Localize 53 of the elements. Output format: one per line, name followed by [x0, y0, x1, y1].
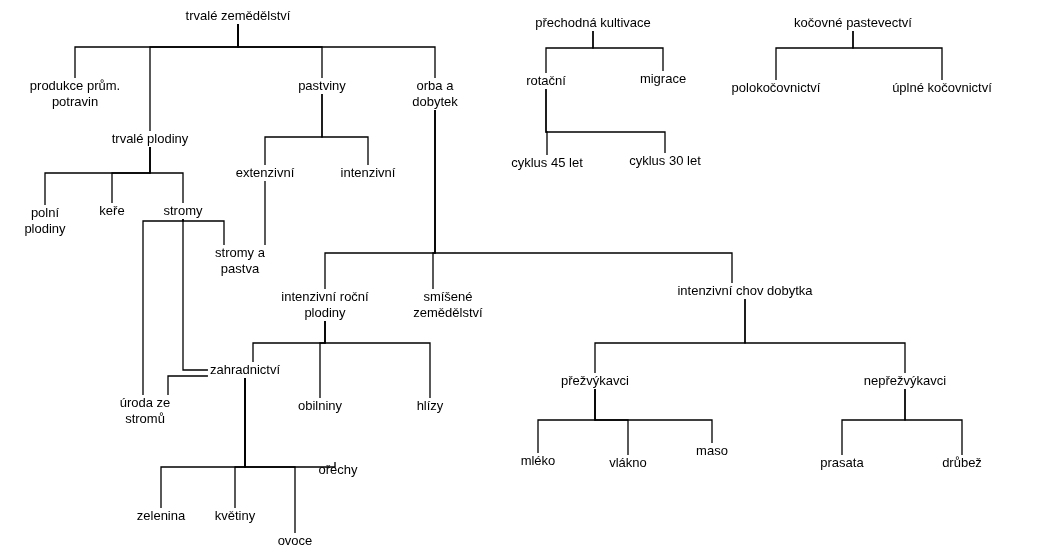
category-label: orba a dobytek [400, 78, 470, 110]
category-label: mléko [508, 453, 568, 469]
tree-connector [142, 218, 184, 396]
category-label: maso [682, 443, 742, 459]
category-label: květiny [200, 508, 270, 524]
category-label: přechodná kultivace [513, 15, 673, 31]
category-label: vlákno [598, 455, 658, 471]
category-label: hlízy [405, 398, 455, 414]
category-label: intenzivní [328, 165, 408, 181]
tree-connector [167, 375, 209, 396]
category-label: prasata [807, 455, 877, 471]
category-label: keře [87, 203, 137, 219]
category-label: trvalé plodiny [95, 131, 205, 147]
category-label: rotační [511, 73, 581, 89]
category-label: extenzivní [225, 165, 305, 181]
tree-connector [321, 93, 369, 166]
category-label: stromy a pastva [197, 245, 283, 277]
category-label: úplné kočovnictví [872, 80, 1012, 96]
category-label: polokočovnictví [711, 80, 841, 96]
category-label: ovoce [265, 533, 325, 549]
category-label: smíšené zemědělství [398, 289, 498, 321]
tree-connector [545, 88, 666, 154]
category-label: trvalé zemědělství [163, 8, 313, 24]
category-label: pastviny [282, 78, 362, 94]
tree-connector [237, 23, 436, 79]
tree-connector [434, 109, 733, 284]
tree-connector [244, 377, 336, 468]
tree-connector [324, 320, 431, 399]
category-label: produkce prům. potravin [25, 78, 125, 110]
category-label: drůbež [932, 455, 992, 471]
tree-connector [594, 388, 713, 444]
category-label: stromy [148, 203, 218, 219]
category-label: cyklus 45 let [492, 155, 602, 171]
category-label: ořechy [308, 462, 368, 478]
category-label: polní plodiny [10, 205, 80, 237]
category-label: migrace [628, 71, 698, 87]
category-label: kočovné pastevectví [773, 15, 933, 31]
category-label: intenzivní chov dobytka [670, 283, 820, 299]
tree-connector [182, 218, 225, 246]
tree-connector [264, 180, 266, 246]
tree-connector [592, 30, 664, 72]
category-label: zelenina [126, 508, 196, 524]
category-label: nepřežvýkavci [850, 373, 960, 389]
category-label: úroda ze stromů [105, 395, 185, 427]
category-label: cyklus 30 let [610, 153, 720, 169]
category-label: obilniny [280, 398, 360, 414]
tree-connector [744, 298, 906, 374]
tree-connector [904, 388, 963, 456]
category-label: přežvýkavci [545, 373, 645, 389]
tree-connector [852, 30, 943, 81]
category-label: zahradnictví [195, 362, 295, 378]
category-label: intenzivní roční plodiny [270, 289, 380, 321]
tree-connector [149, 146, 184, 204]
